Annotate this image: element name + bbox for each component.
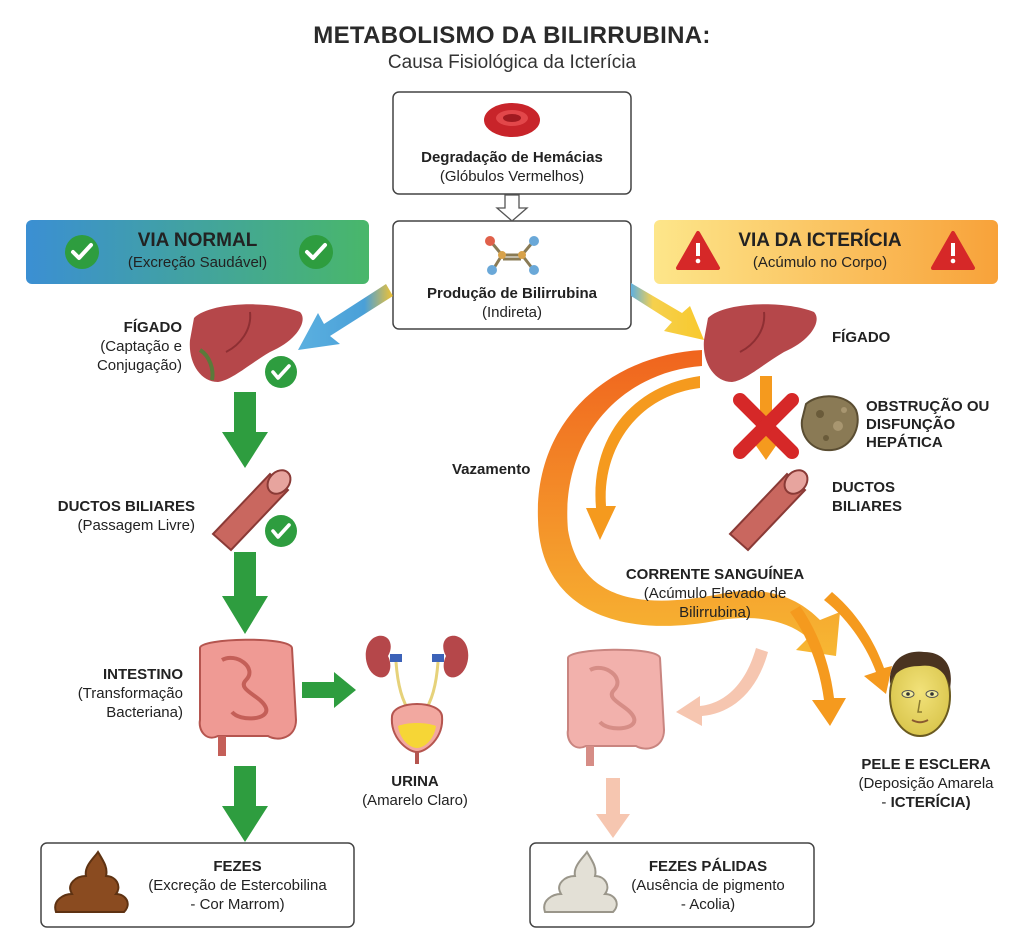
warning-icon bbox=[931, 231, 975, 270]
check-icon bbox=[299, 235, 333, 269]
pale-stool-icon bbox=[543, 850, 618, 913]
check-icon bbox=[65, 235, 99, 269]
face-icon bbox=[889, 651, 951, 737]
fezes-label: FEZES (Excreção de Estercobilina - Cor M… bbox=[148, 858, 327, 913]
page-subtitle: Causa Fisiológica da Icterícia bbox=[387, 52, 637, 73]
kidney-bladder-icon bbox=[365, 635, 469, 764]
faded-down-arrow bbox=[596, 778, 630, 838]
stone-icon bbox=[800, 395, 859, 452]
corrente-label: CORRENTE SANGUÍNEA (Acúmulo Elevado de B… bbox=[625, 566, 805, 621]
green-down-arrow bbox=[222, 766, 268, 842]
urina-label: URINA (Amarelo Claro) bbox=[362, 773, 468, 809]
leak-arrow bbox=[586, 376, 700, 540]
bilirrubina-label: Produção de Bilirrubina (Indireta) bbox=[426, 285, 598, 321]
normal-banner-bg bbox=[26, 220, 369, 284]
orange-arrow bbox=[790, 606, 846, 726]
intestine-icon bbox=[566, 648, 666, 766]
liver-icon bbox=[703, 304, 817, 382]
hemacias-label: Degradação de Hemácias (Glóbulos Vermelh… bbox=[421, 149, 603, 185]
green-right-arrow bbox=[302, 672, 356, 708]
figado-right-label: FÍGADO bbox=[832, 329, 891, 346]
ductos-label: DUCTOS BILIARES (Passagem Livre) bbox=[57, 498, 195, 534]
stool-icon bbox=[54, 850, 129, 913]
intestino-label: INTESTINO (Transformação Bacteriana) bbox=[77, 666, 183, 721]
pele-label: PELE E ESCLERA (Deposição Amarela - ICTE… bbox=[858, 756, 994, 811]
page-title: METABOLISMO DA BILIRRUBINA: bbox=[313, 22, 711, 49]
normal-banner: VIA NORMAL (Excreção Saudável) bbox=[127, 230, 268, 271]
bile-duct-icon bbox=[728, 469, 809, 552]
green-down-arrow bbox=[222, 392, 268, 468]
obstrucao-label: OBSTRUÇÃO OU DISFUNÇÃO HEPÁTICA bbox=[866, 398, 990, 451]
ductos-right-label: DUCTOS BILIARES bbox=[832, 479, 903, 515]
liver-icon bbox=[189, 304, 303, 382]
orange-arrow bbox=[824, 592, 892, 694]
warn-banner: VIA DA ICTERÍCIA (Acúmulo no Corpo) bbox=[738, 230, 902, 271]
vazamento-label: Vazamento bbox=[452, 461, 531, 478]
red-blood-cell-icon bbox=[484, 103, 540, 137]
yellow-branch-arrow bbox=[631, 283, 704, 340]
warn-banner-bg bbox=[654, 220, 998, 284]
intestine-icon bbox=[198, 638, 298, 756]
warning-icon bbox=[676, 231, 720, 270]
hemacias-box bbox=[392, 91, 632, 195]
blue-branch-arrow bbox=[298, 284, 393, 350]
figado-label: FÍGADO (Captação e Conjugação) bbox=[96, 319, 182, 374]
blocked-x-icon bbox=[733, 393, 799, 459]
green-down-arrow bbox=[222, 552, 268, 634]
faded-arrow bbox=[676, 648, 768, 726]
check-icon bbox=[265, 515, 297, 547]
check-icon bbox=[265, 356, 297, 388]
bile-duct-icon bbox=[211, 469, 292, 552]
fezes-palidas-label: FEZES PÁLIDAS (Ausência de pigmento - Ac… bbox=[631, 858, 785, 913]
molecule-icon bbox=[485, 236, 539, 275]
down-arrow-icon bbox=[495, 194, 529, 222]
